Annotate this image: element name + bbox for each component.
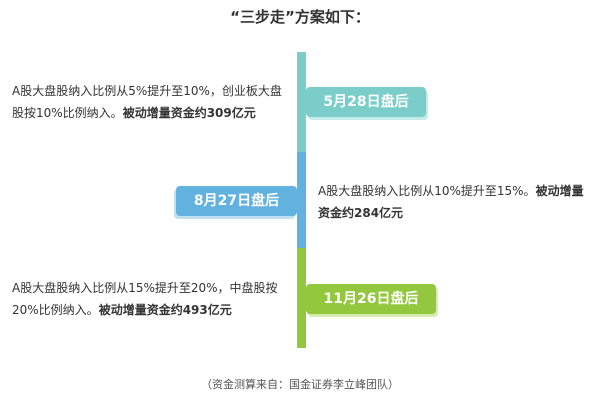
step-1-description: A股大盘股纳入比例从5%提升至10%，创业板大盘股按10%比例纳入。被动增量资金… [12,84,282,120]
timeline-segment-3 [297,248,306,348]
page-title: “三步走”方案如下： [230,8,370,26]
timeline-segment-2 [297,152,306,248]
step-2-date: 8月27日盘后 [176,186,297,216]
step-2-description: A股大盘股纳入比例从10%提升至15%。被动增量资金约284亿元 [318,184,584,220]
timeline-segment-1 [297,52,306,152]
step-1-date: 5月28日盘后 [306,87,426,117]
source-footnote: （资金测算来自：国金证券李立峰团队） [201,378,399,391]
step-3-description: A股大盘股纳入比例从15%提升至20%，中盘股按20%比例纳入。被动增量资金约4… [12,281,278,317]
step-3-date: 11月26日盘后 [306,284,436,314]
